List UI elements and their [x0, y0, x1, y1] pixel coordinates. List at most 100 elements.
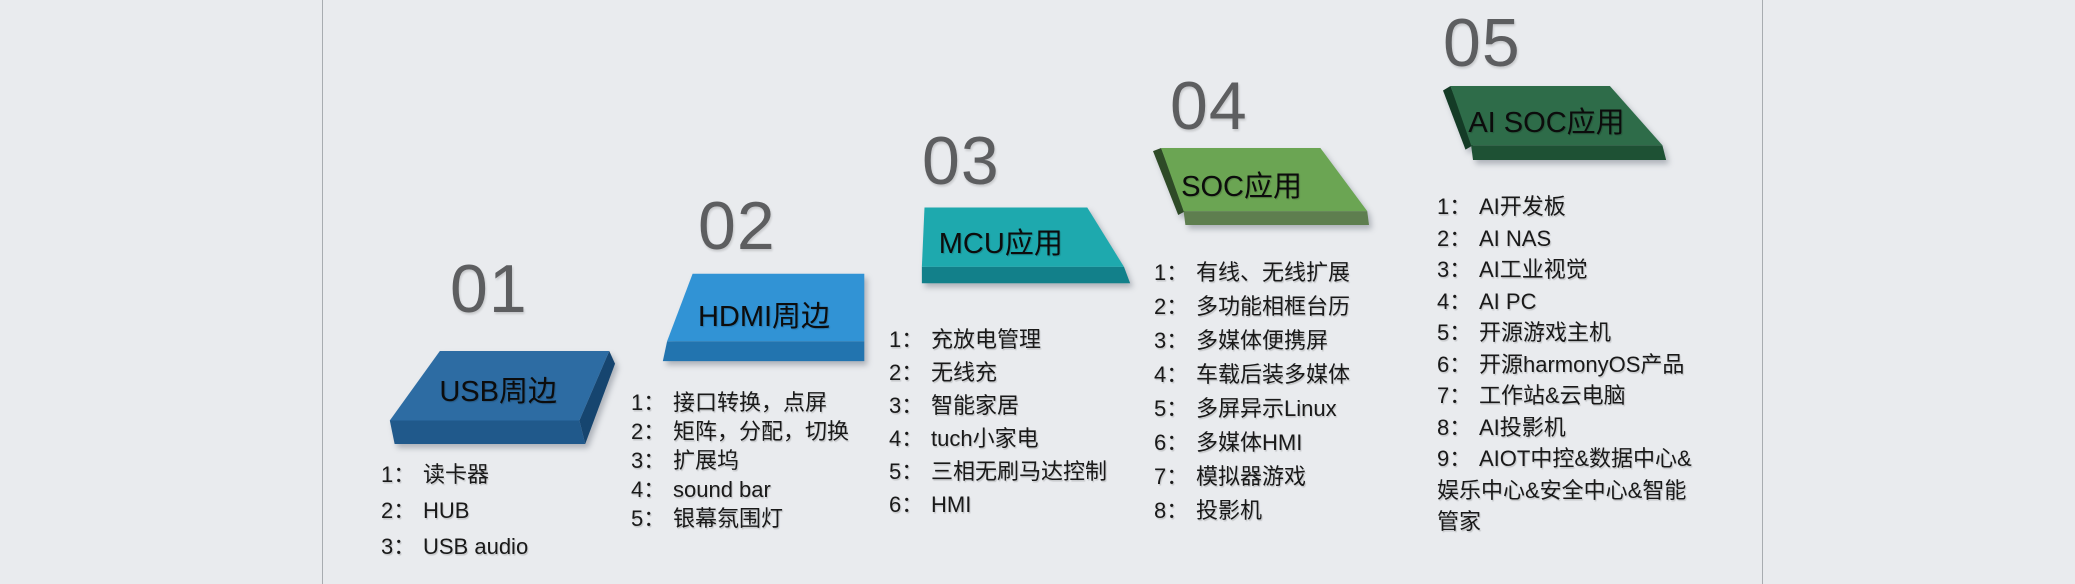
item-text: AIOT中控&数据中心&娱乐中心&安全中心&智能管家: [1437, 446, 1692, 534]
item-number: 6：: [1437, 351, 1472, 377]
item-text: AI投影机: [1479, 414, 1566, 440]
list-item: 5： 银幕氛围灯: [631, 504, 931, 533]
item-number: 3：: [889, 393, 924, 418]
list-item: 6： HMI: [889, 488, 1189, 521]
list-item: 7： 工作站&云电脑: [1437, 380, 1693, 412]
item-text: tuch小家电: [931, 426, 1039, 451]
item-text: 工作站&云电脑: [1479, 383, 1626, 408]
item-number: 8：: [1154, 498, 1189, 523]
item-text: 扩展坞: [673, 448, 740, 473]
item-text: 开源harmonyOS产品: [1479, 351, 1685, 377]
list-item: 1： 充放电管理: [889, 323, 1189, 356]
item-text: sound bar: [673, 477, 771, 502]
list-item: 2： 矩阵，分配，切换: [631, 417, 931, 446]
item-number: 8：: [1437, 414, 1472, 440]
item-number: 5：: [631, 506, 666, 531]
plate-front-face: [389, 420, 586, 445]
item-text: 模拟器游戏: [1196, 464, 1307, 489]
list-item: 8： 投影机: [1154, 494, 1454, 528]
list-item: 8： AI投影机: [1437, 412, 1693, 444]
item-number: 3：: [631, 448, 666, 473]
item-text: HMI: [931, 492, 972, 517]
item-number: 5：: [1154, 396, 1189, 421]
step-number: 03: [922, 123, 1000, 199]
plate-label: MCU应用: [938, 228, 1063, 261]
step-number: 05: [1443, 5, 1521, 81]
item-text: 投影机: [1196, 498, 1263, 523]
list-item: 4： sound bar: [631, 475, 931, 504]
item-list: 1：读卡器 2： HUB 3： USB audio: [381, 457, 681, 565]
item-text: USB audio: [423, 534, 529, 559]
list-item: 1：接口转换，点屏: [631, 388, 931, 417]
plate-shape: [921, 207, 1131, 284]
item-number: 1：: [1437, 194, 1472, 219]
plate-shape: [1443, 86, 1667, 160]
item-text: 充放电管理: [931, 327, 1042, 352]
item-number: 4：: [1154, 362, 1189, 387]
item-number: 2：: [381, 498, 416, 523]
list-item: 7： 模拟器游戏: [1154, 460, 1454, 494]
plate-front-face: [1183, 211, 1369, 225]
item-text: 银幕氛围灯: [673, 506, 784, 531]
item-text: 有线、无线扩展: [1196, 260, 1351, 285]
item-number: 2：: [889, 360, 924, 385]
item-text: 智能家居: [931, 393, 1020, 418]
list-item: 3： 智能家居: [889, 389, 1189, 422]
list-item: 3： 扩展坞: [631, 446, 931, 475]
item-text: 无线充: [931, 360, 998, 385]
list-item: 5：三相无刷马达控制: [889, 455, 1189, 488]
list-item: 6： 开源harmonyOS产品: [1437, 349, 1693, 381]
item-number: 9：: [1437, 446, 1472, 471]
plate: USB周边: [385, 349, 616, 447]
item-number: 5：: [1437, 320, 1472, 345]
item-text: HUB: [423, 498, 470, 523]
plate-front-face: [662, 341, 865, 362]
item-number: 7：: [1154, 464, 1189, 489]
list-item: 1：AI开发板: [1437, 191, 1693, 223]
item-number: 2：: [1154, 294, 1189, 319]
plate-label: USB周边: [439, 376, 558, 409]
item-number: 4：: [631, 477, 666, 502]
list-item: 1：读卡器: [381, 457, 681, 493]
list-item: 5： 开源游戏主机: [1437, 317, 1693, 349]
item-number: 1：: [1154, 260, 1189, 285]
item-number: 7：: [1437, 383, 1472, 408]
list-item: 5：多屏异示Linux: [1154, 392, 1454, 426]
step-number: 01: [450, 251, 528, 327]
plate-top-face: [921, 207, 1124, 267]
list-item: 2： 多功能相框台历: [1154, 290, 1454, 324]
list-item: 2： 无线充: [889, 356, 1189, 389]
plate-top-face: [1161, 148, 1368, 212]
item-list: 1： 充放电管理 2： 无线充 3： 智能家居 4： tuch小家电 5：三相无刷马达控制 6： H…: [889, 323, 1189, 521]
list-item: 3： USB audio: [381, 529, 681, 565]
item-text: 多功能相框台历: [1196, 294, 1351, 319]
plate-side-face: [1443, 86, 1473, 150]
item-number: 1：: [631, 390, 666, 415]
plate-side-face: [1153, 148, 1186, 215]
plate-side-face: [579, 350, 616, 445]
item-number: 6：: [889, 492, 924, 517]
slide-border-right: [1762, 0, 1763, 584]
step-number: 04: [1170, 68, 1248, 144]
plate: MCU应用: [921, 206, 1131, 284]
plate-front-face: [1471, 145, 1667, 160]
item-text: 多媒体HMI: [1196, 430, 1303, 455]
plate-top-face: [1450, 86, 1663, 146]
item-number: 3：: [381, 534, 416, 559]
item-number: 3：: [1437, 257, 1472, 282]
item-text: 矩阵，分配，切换: [673, 419, 850, 444]
list-item: 1： 有线、无线扩展: [1154, 256, 1454, 290]
slide-border-left: [322, 0, 323, 584]
plate-front-face: [921, 266, 1131, 284]
list-item: 6：多媒体HMI: [1154, 426, 1454, 460]
item-number: 2：: [631, 419, 666, 444]
item-number: 3：: [1154, 328, 1189, 353]
plate: SOC应用: [1153, 148, 1369, 225]
item-text: 车载后装多媒体: [1196, 362, 1351, 387]
item-text: 开源游戏主机: [1479, 320, 1612, 345]
item-number: 1：: [889, 327, 924, 352]
plate-shape: [389, 350, 616, 445]
item-number: 4：: [1437, 288, 1472, 314]
item-text: AI工业视觉: [1479, 257, 1588, 282]
